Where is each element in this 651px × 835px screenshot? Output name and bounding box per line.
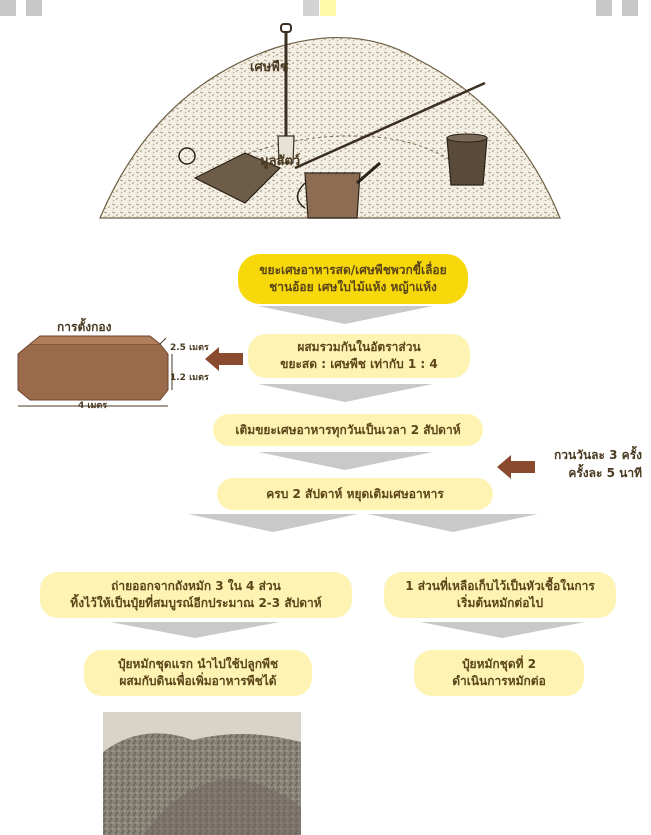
step-remove-line2: ทิ้งไว้ให้เป็นปุ๋ยที่สมบูรณ์อีกประมาณ 2-…	[70, 596, 322, 610]
corner-mark-left-2	[26, 0, 42, 16]
step-add-food-waste: เติมขยะเศษอาหารทุกวันเป็นเวลา 2 สัปดาห์	[213, 414, 483, 446]
step-remove-line1: ถ่ายออกจากถังหมัก 3 ใน 4 ส่วน	[111, 579, 281, 593]
step-raw-materials-line1: ขยะเศษอาหารสด/เศษพืชพวกขี้เลื่อย	[259, 263, 447, 277]
step-raw-materials: ขยะเศษอาหารสด/เศษพืชพวกขี้เลื่อย ชานอ้อย…	[238, 254, 468, 304]
down-arrow-left-branch	[110, 622, 280, 638]
turning-note-line1: กวนวันละ 3 ครั้ง	[554, 448, 642, 462]
step-keep-starter: 1 ส่วนที่เหลือเก็บไว้เป็นหัวเชื้อในการ เ…	[384, 572, 616, 618]
corner-mark-center-2	[320, 0, 336, 16]
pile-height-label: 1.2 เมตร	[170, 373, 209, 383]
corner-mark-right-2	[622, 0, 638, 16]
turning-note-line2: ครั้งละ 5 นาที	[568, 466, 642, 480]
step-first-batch-line1: ปุ๋ยหมักชุดแรก นำไปใช้ปลูกพืช	[117, 657, 279, 671]
side-arrow-turning	[497, 455, 535, 479]
step-keep-starter-line2: เริ่มต้นหมักต่อไป	[456, 596, 544, 610]
corner-mark-right	[596, 0, 612, 16]
down-arrow-split-right	[368, 514, 538, 532]
step-mix-ratio-line2: ขยะสด : เศษพืช เท่ากับ 1 : 4	[280, 357, 438, 371]
down-arrow-2	[258, 384, 433, 402]
compost-photo	[103, 712, 301, 835]
step-mix-ratio-line1: ผสมรวมกันในอัตราส่วน	[297, 340, 421, 354]
down-arrow-right-branch	[420, 622, 585, 638]
step-first-batch: ปุ๋ยหมักชุดแรก นำไปใช้ปลูกพืช ผสมกับดินเ…	[84, 650, 312, 696]
step-mix-ratio: ผสมรวมกันในอัตราส่วน ขยะสด : เศษพืช เท่า…	[248, 334, 470, 378]
pile-length-label: 4 เมตร	[78, 401, 108, 411]
label-plant-waste: เศษพืช	[250, 60, 289, 75]
down-arrow-1	[258, 306, 433, 324]
step-second-batch-line2: ดำเนินการหมักต่อ	[452, 674, 546, 688]
step-raw-materials-line2: ชานอ้อย เศษใบไม้แห้ง หญ้าแห้ง	[269, 280, 437, 294]
corner-mark-left	[0, 0, 16, 16]
step-add-food-waste-line1: เติมขยะเศษอาหารทุกวันเป็นเวลา 2 สัปดาห์	[235, 422, 461, 437]
side-arrow-to-pile	[205, 347, 243, 371]
pile-diagram	[10, 332, 210, 412]
step-keep-starter-line1: 1 ส่วนที่เหลือเก็บไว้เป็นหัวเชื้อในการ	[405, 579, 595, 593]
down-arrow-split-left	[188, 514, 358, 532]
step-first-batch-line2: ผสมกับดินเพื่อเพิ่มอาหารพืชได้	[119, 674, 277, 688]
step-stop-adding: ครบ 2 สัปดาห์ หยุดเติมเศษอาหาร	[217, 478, 493, 510]
turning-note: กวนวันละ 3 ครั้ง ครั้งละ 5 นาที	[536, 446, 642, 482]
step-remove-three-quarters: ถ่ายออกจากถังหมัก 3 ใน 4 ส่วน ทิ้งไว้ให้…	[40, 572, 352, 618]
step-second-batch-line1: ปุ๋ยหมักชุดที่ 2	[461, 657, 537, 671]
pile-title: การตั้งกอง	[57, 320, 112, 334]
down-arrow-3	[258, 452, 433, 470]
step-stop-adding-line1: ครบ 2 สัปดาห์ หยุดเติมเศษอาหาร	[266, 486, 444, 501]
corner-mark-center	[303, 0, 319, 16]
compost-heap-illustration: เศษพืช มูลสัตว์	[95, 18, 565, 228]
label-manure: มูลสัตว์	[260, 154, 301, 169]
step-second-batch: ปุ๋ยหมักชุดที่ 2 ดำเนินการหมักต่อ	[414, 650, 584, 696]
pile-width-label: 2.5 เมตร	[170, 343, 209, 353]
